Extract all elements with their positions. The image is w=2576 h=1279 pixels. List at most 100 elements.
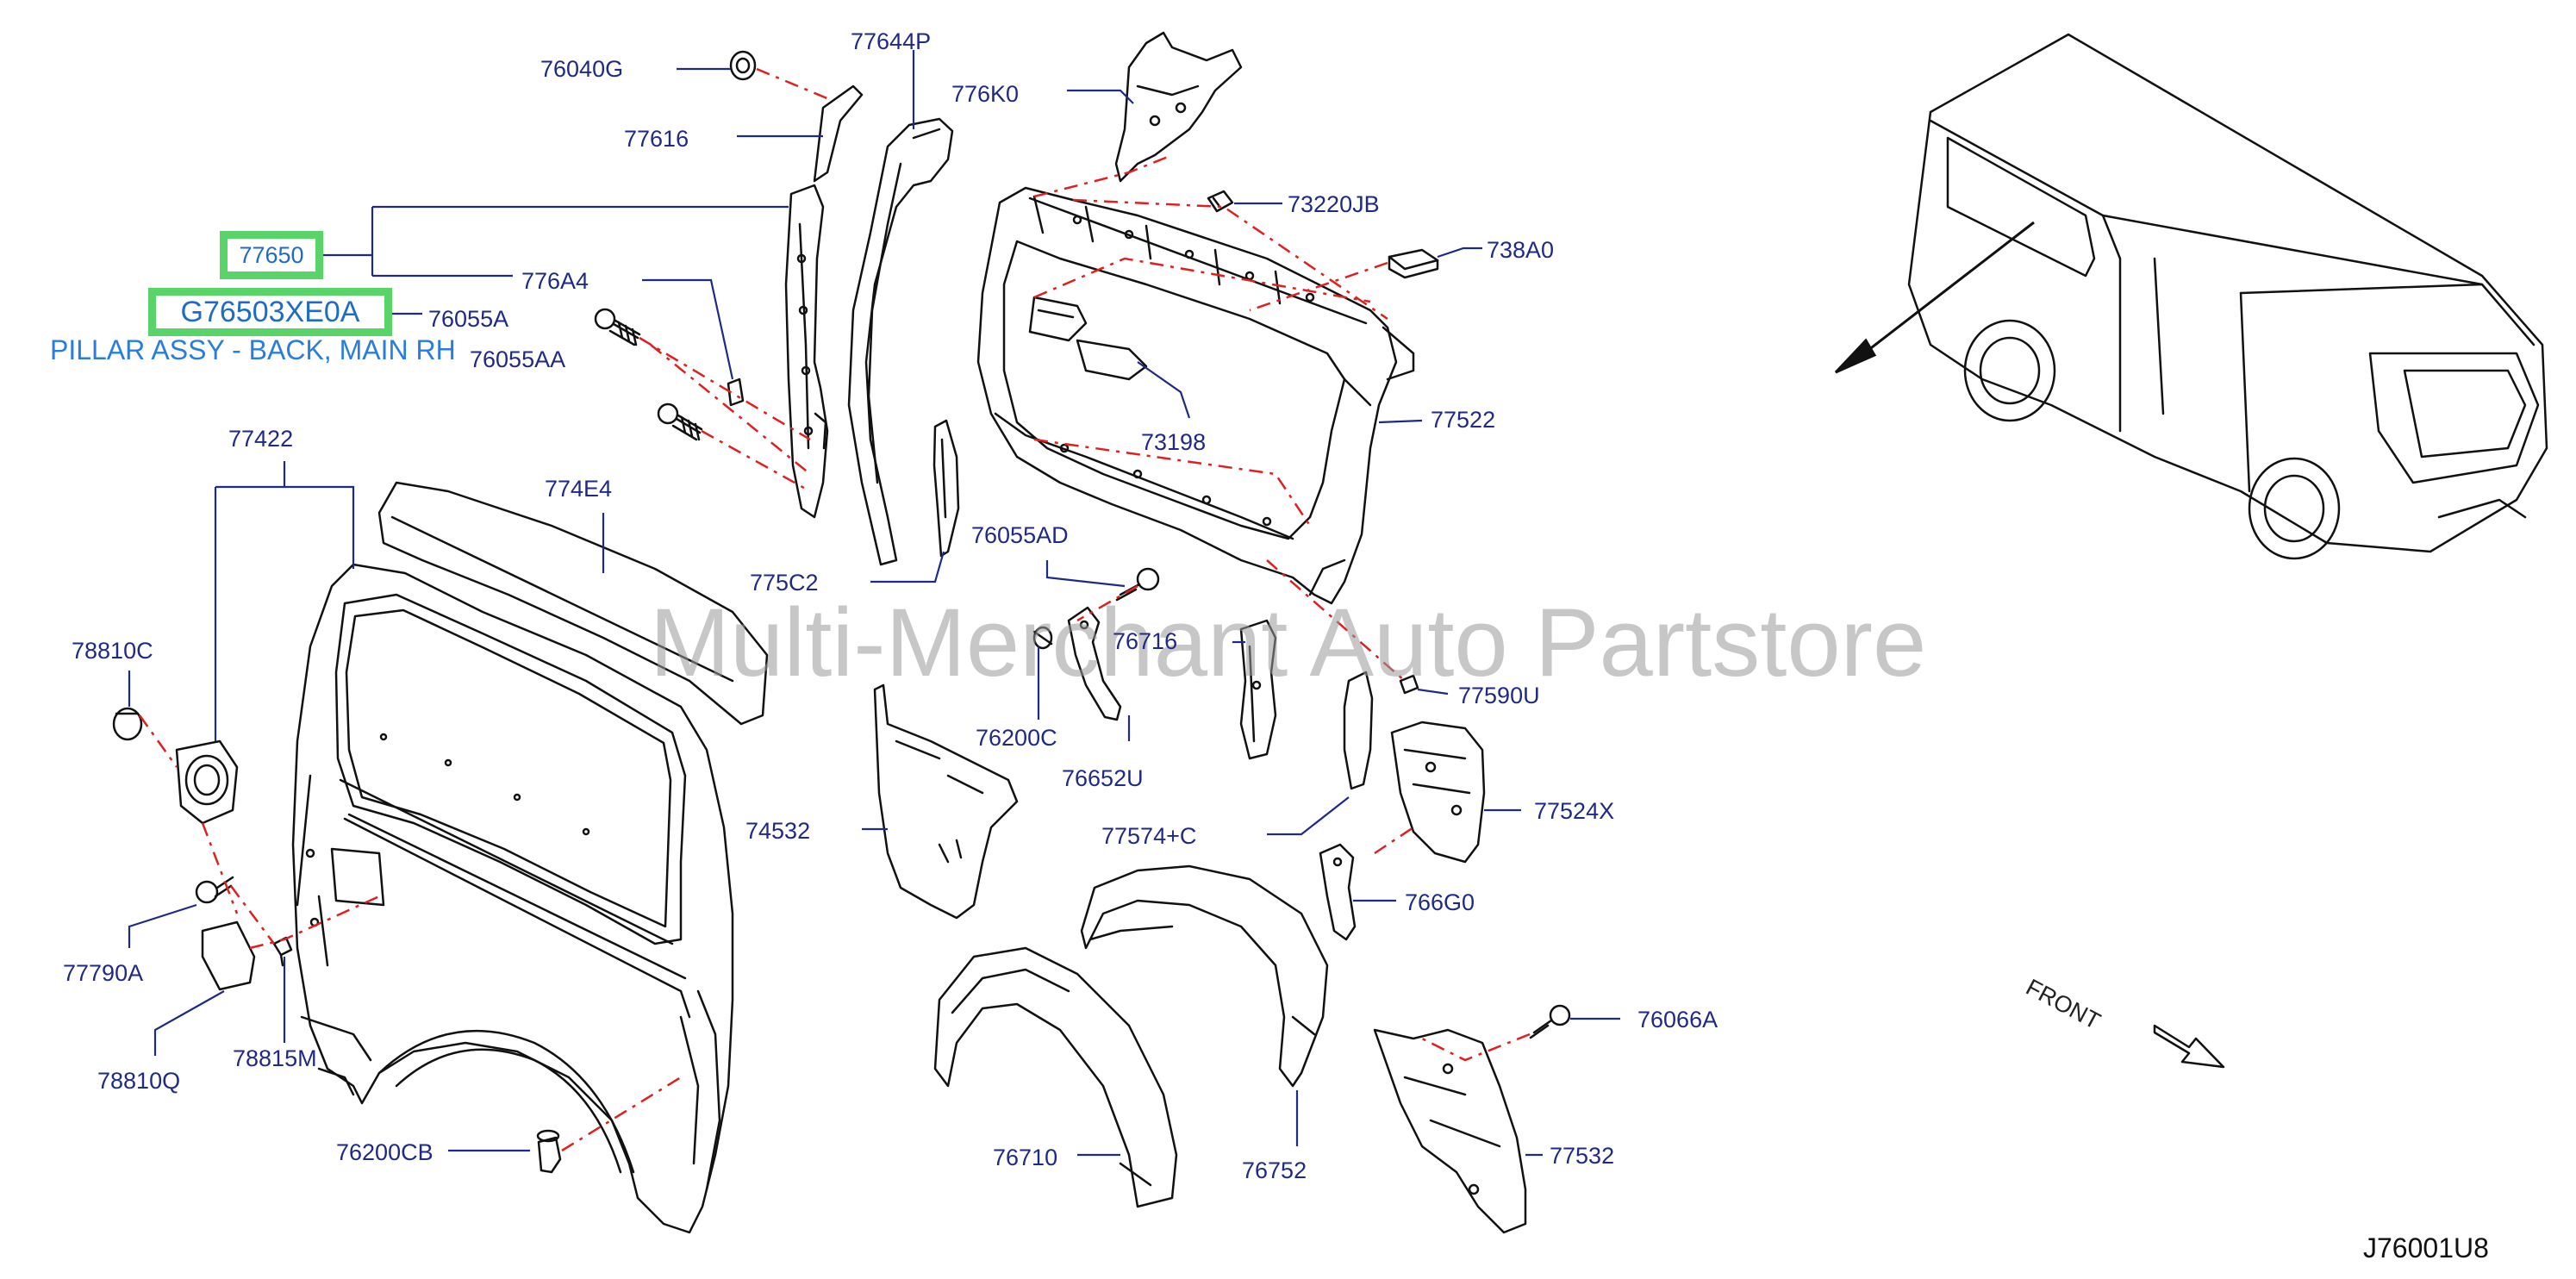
watermark: Multi-Merchant Auto Partstore	[649, 589, 1927, 696]
part-77522-back-panel	[976, 186, 1415, 605]
part-77590u-clip	[1399, 674, 1419, 695]
part-77574c-bracket	[1343, 671, 1374, 790]
dash-panel-top-1	[1033, 153, 1173, 198]
label-738a0[interactable]: 738A0	[1487, 237, 1555, 263]
part-774e4-roof-rail	[377, 481, 769, 726]
dash-76066a	[1421, 1033, 1531, 1062]
label-77590u[interactable]: 77590U	[1458, 683, 1540, 708]
label-78810c[interactable]: 78810C	[72, 638, 153, 664]
dash-76055ad	[1076, 584, 1138, 622]
label-74532[interactable]: 74532	[745, 818, 811, 844]
leader-776k0	[1067, 89, 1134, 104]
part-76055aa-bolt	[657, 402, 703, 441]
label-77790a[interactable]: 77790A	[63, 960, 144, 986]
label-776a4[interactable]: 776A4	[521, 268, 589, 294]
dash-fuel	[201, 822, 239, 914]
highlight-part-code-text: G76503XE0A	[180, 296, 360, 328]
label-77422[interactable]: 77422	[228, 426, 294, 452]
part-77650-back-pillar	[784, 184, 829, 519]
part-78815m-clip	[272, 936, 293, 967]
part-766g0-bracket	[1319, 843, 1357, 941]
dash-panel-lower	[1033, 438, 1312, 527]
part-776a4-bracket	[727, 377, 745, 407]
dash-77524x	[1374, 826, 1414, 855]
label-77522[interactable]: 77522	[1431, 407, 1496, 433]
label-76040g[interactable]: 76040G	[540, 56, 624, 82]
part-73198-panel	[1028, 296, 1148, 381]
label-76200c[interactable]: 76200C	[976, 725, 1057, 751]
label-76055a[interactable]: 76055A	[428, 306, 509, 332]
leader-76055ad	[1045, 560, 1126, 588]
highlight-part-number-text: 77650	[239, 241, 304, 268]
part-76055a-bolt	[594, 308, 641, 346]
highlight-part-code[interactable]: G76503XE0A	[148, 288, 392, 336]
label-76752[interactable]: 76752	[1242, 1157, 1307, 1183]
part-76040g-grommet	[729, 50, 757, 81]
part-76066a-bolt	[1529, 1004, 1571, 1039]
part-fuel-filler-ring	[175, 739, 239, 825]
label-77616[interactable]: 77616	[624, 126, 689, 152]
label-76710[interactable]: 76710	[993, 1145, 1058, 1170]
part-77616-pillar-strip	[813, 84, 864, 183]
part-77524x-panel	[1390, 721, 1486, 864]
label-77532[interactable]: 77532	[1550, 1143, 1615, 1169]
label-76652u[interactable]: 76652U	[1062, 765, 1144, 791]
van-overview-illustration	[1907, 33, 2548, 560]
dash-panel-top-2	[1072, 198, 1388, 321]
leader-78810q	[153, 990, 225, 1056]
label-76716[interactable]: 76716	[1113, 628, 1178, 654]
part-775c2-bracket	[932, 419, 960, 558]
label-766g0[interactable]: 766G0	[1405, 889, 1475, 915]
label-77524x[interactable]: 77524X	[1534, 798, 1615, 824]
label-76055ad[interactable]: 76055AD	[971, 522, 1069, 548]
leader-77590u	[1417, 688, 1449, 696]
part-74532-panel	[873, 683, 1019, 920]
leader-776a4-part	[642, 278, 734, 380]
label-77574c[interactable]: 77574+C	[1101, 823, 1197, 849]
label-776k0[interactable]: 776K0	[951, 81, 1020, 107]
part-76752-wheelhouse	[1080, 864, 1329, 1088]
diagram-code: J76001U8	[2363, 1232, 2489, 1263]
part-76200c-clip	[1032, 626, 1053, 650]
label-775c2[interactable]: 775C2	[750, 570, 819, 596]
part-78810c-cap	[112, 707, 143, 741]
label-76200cb[interactable]: 76200CB	[336, 1139, 433, 1165]
dash-76040g	[756, 67, 830, 101]
part-738a0-bracket	[1388, 248, 1439, 279]
highlight-part-number[interactable]: 77650	[220, 231, 323, 279]
leader-73198	[1137, 361, 1191, 419]
part-76710-wheelhouse	[933, 946, 1178, 1208]
part-76652u-bracket	[1067, 606, 1122, 721]
leader-77574c	[1267, 796, 1350, 836]
dash-738a0	[1249, 261, 1388, 312]
leader-77790a	[128, 903, 197, 948]
dash-76055a	[639, 336, 811, 441]
dash-lid	[249, 895, 380, 950]
label-76055aa[interactable]: 76055AA	[470, 346, 566, 372]
part-76716-bracket	[1239, 619, 1277, 760]
dash-78810c	[138, 714, 178, 768]
front-direction-arrow	[2153, 1024, 2225, 1069]
dash-panel-top-3	[1033, 257, 1371, 303]
part-78810q-lid	[201, 920, 256, 991]
label-78815m[interactable]: 78815M	[233, 1045, 317, 1071]
part-77532-lower-panel	[1373, 1028, 1527, 1234]
label-73220jb[interactable]: 73220JB	[1288, 191, 1380, 217]
part-77644p-pillar	[847, 117, 954, 566]
leader-77422-bracket	[215, 485, 355, 569]
label-76066a[interactable]: 76066A	[1637, 1007, 1718, 1033]
part-77422-quarter-panel	[291, 563, 734, 1234]
label-77644p[interactable]: 77644P	[851, 28, 932, 54]
dash-76055a-b	[650, 344, 811, 475]
highlight-part-description: PILLAR ASSY - BACK, MAIN RH	[50, 334, 456, 365]
dash-76055aa	[701, 429, 811, 493]
van-direction-arrow	[1834, 221, 2035, 374]
leader-775c2	[870, 551, 945, 583]
label-73198[interactable]: 73198	[1141, 429, 1207, 455]
dash-76200cb	[561, 1076, 682, 1152]
label-78810q[interactable]: 78810Q	[97, 1068, 181, 1094]
part-73220jb-clip	[1207, 190, 1234, 213]
label-774e4[interactable]: 774E4	[545, 476, 613, 502]
